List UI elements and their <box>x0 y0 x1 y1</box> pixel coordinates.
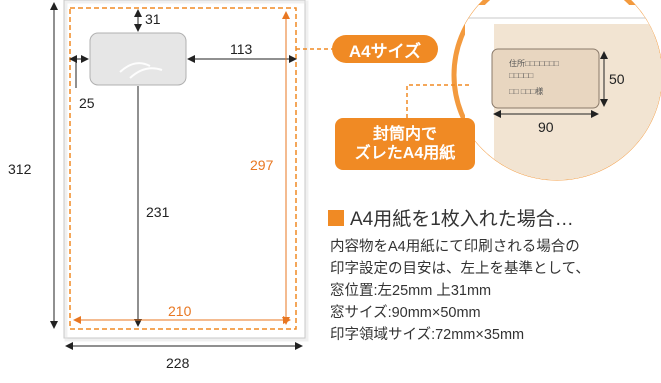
detail-window <box>491 48 600 109</box>
envelope-window <box>89 32 187 86</box>
a4-paper-outline <box>69 7 297 330</box>
window-left-label: 25 <box>79 95 95 111</box>
address-line-3: □□ □□□様 <box>509 87 544 96</box>
shifted-paper-badge-line2: ズレたA4用紙 <box>354 145 456 162</box>
description-line: 窓位置:左25mm 上31mm <box>330 283 492 299</box>
window-right-label: 113 <box>230 41 253 57</box>
paper-height-label: 297 <box>250 157 274 173</box>
envelope-height-label: 312 <box>8 161 32 177</box>
detail-width-label: 90 <box>538 119 554 135</box>
description-line: 印字設定の目安は、左上を基準として、 <box>330 261 590 277</box>
a4-size-badge-text: A4サイズ <box>348 41 422 61</box>
square-bullet-icon <box>328 210 344 226</box>
shifted-paper-badge-line1: 封筒内で <box>372 125 437 143</box>
description-line: 印字領域サイズ:72mm×35mm <box>330 327 525 343</box>
envelope-width-label: 228 <box>166 355 190 371</box>
address-line-2: □□□□□ <box>509 71 534 80</box>
window-top-label: 31 <box>145 11 161 27</box>
a4-size-badge: A4サイズ <box>332 35 438 63</box>
window-bottom-label: 231 <box>146 204 170 220</box>
description: 内容物をA4用紙にて印刷される場合の 印字設定の目安は、左上を基準として、 窓位… <box>330 236 590 346</box>
address-line-1: 住所□□□□□□□ <box>509 59 559 68</box>
section-heading-text: A4用紙を1枚入れた場合… <box>350 209 574 230</box>
shifted-paper-badge: 封筒内で ズレたA4用紙 <box>335 118 475 170</box>
section-heading: A4用紙を1枚入れた場合… <box>328 204 574 231</box>
description-line: 内容物をA4用紙にて印刷される場合の <box>330 239 580 255</box>
description-line: 窓サイズ:90mm×50mm <box>330 305 481 321</box>
detail-height-label: 50 <box>609 71 625 87</box>
paper-width-label: 210 <box>168 303 192 319</box>
